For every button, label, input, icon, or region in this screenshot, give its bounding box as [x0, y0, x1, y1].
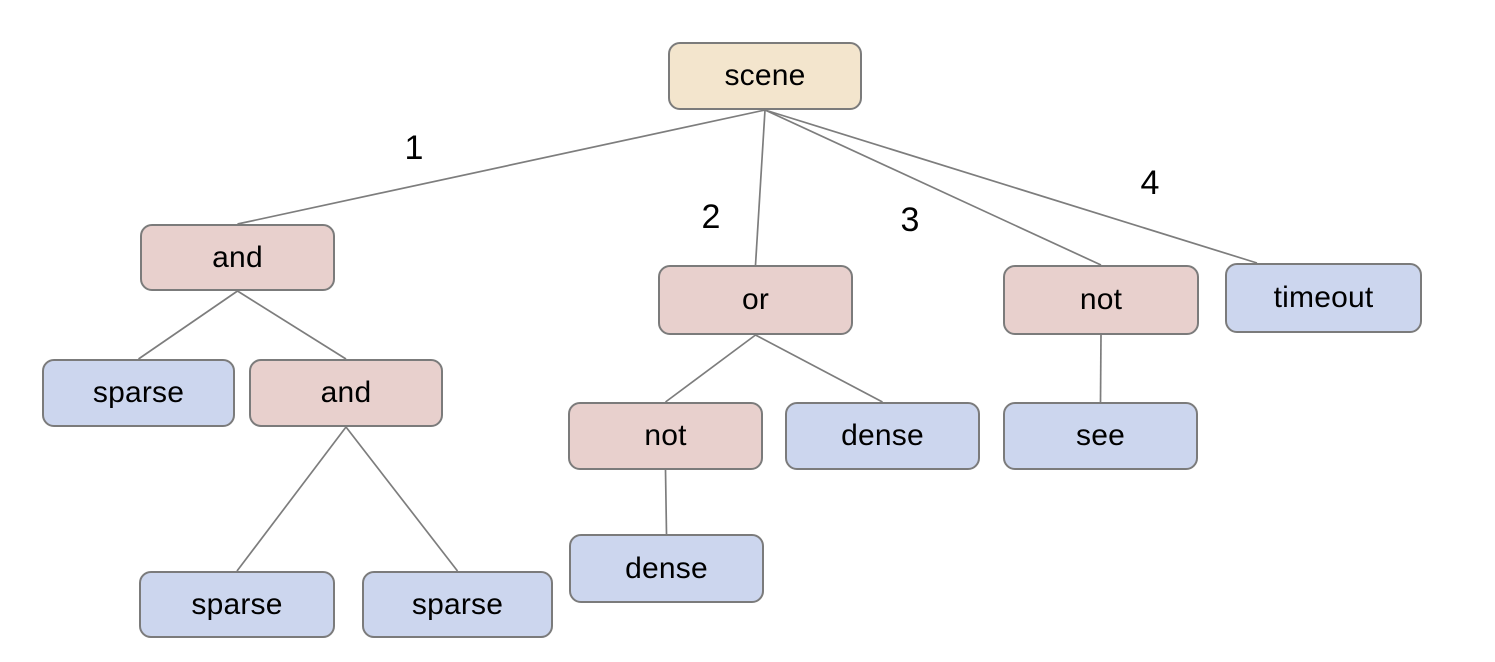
edge-or-1-to-dense-1	[755, 334, 883, 403]
tree-node-not-2: not	[568, 402, 763, 470]
node-label: dense	[625, 551, 708, 585]
tree-node-dense-1: dense	[785, 402, 980, 470]
node-label: not	[644, 419, 687, 452]
node-label: sparse	[92, 376, 185, 409]
edge-label-3: 3	[901, 201, 920, 239]
tree-node-sparse-1: sparse	[42, 359, 235, 427]
edge-or-1-to-not-2	[664, 334, 757, 403]
tree-node-scene: scene	[668, 42, 862, 110]
tree-node-or-1: or	[658, 265, 853, 335]
edge-scene-to-not-1	[764, 109, 1102, 266]
tree-node-dense-2: dense	[569, 534, 764, 603]
edge-scene-to-timeout-1	[764, 109, 1258, 264]
edge-label-1: 1	[405, 129, 424, 167]
edge-not-1-to-see-1	[1099, 334, 1102, 403]
node-label: timeout	[1273, 281, 1374, 314]
edge-scene-to-and-1	[237, 109, 766, 225]
tree-node-sparse-3: sparse	[362, 571, 553, 638]
tree-node-and-2: and	[249, 359, 443, 427]
edge-and-2-to-sparse-2	[236, 426, 347, 572]
node-label: and	[320, 376, 372, 409]
edge-and-1-to-sparse-1	[138, 290, 238, 360]
tree-node-sparse-2: sparse	[139, 571, 335, 638]
node-label: sparse	[411, 587, 504, 621]
edge-label-4: 4	[1141, 164, 1160, 202]
node-label: see	[1076, 419, 1125, 452]
node-label: or	[741, 283, 770, 316]
node-label: not	[1079, 283, 1123, 316]
edge-and-2-to-sparse-3	[345, 426, 459, 572]
edge-not-2-to-dense-2	[664, 469, 668, 535]
tree-node-see-1: see	[1003, 402, 1198, 470]
edge-and-1-to-and-2	[237, 290, 347, 360]
node-label: scene	[724, 59, 806, 92]
tree-node-and-1: and	[140, 224, 335, 291]
tree-node-timeout-1: timeout	[1225, 263, 1422, 333]
edge-label-2: 2	[702, 198, 721, 236]
node-label: sparse	[191, 587, 283, 621]
node-label: dense	[841, 419, 924, 452]
edge-scene-to-or-1	[754, 109, 766, 266]
tree-node-not-1: not	[1003, 265, 1199, 335]
node-label: and	[212, 240, 263, 274]
